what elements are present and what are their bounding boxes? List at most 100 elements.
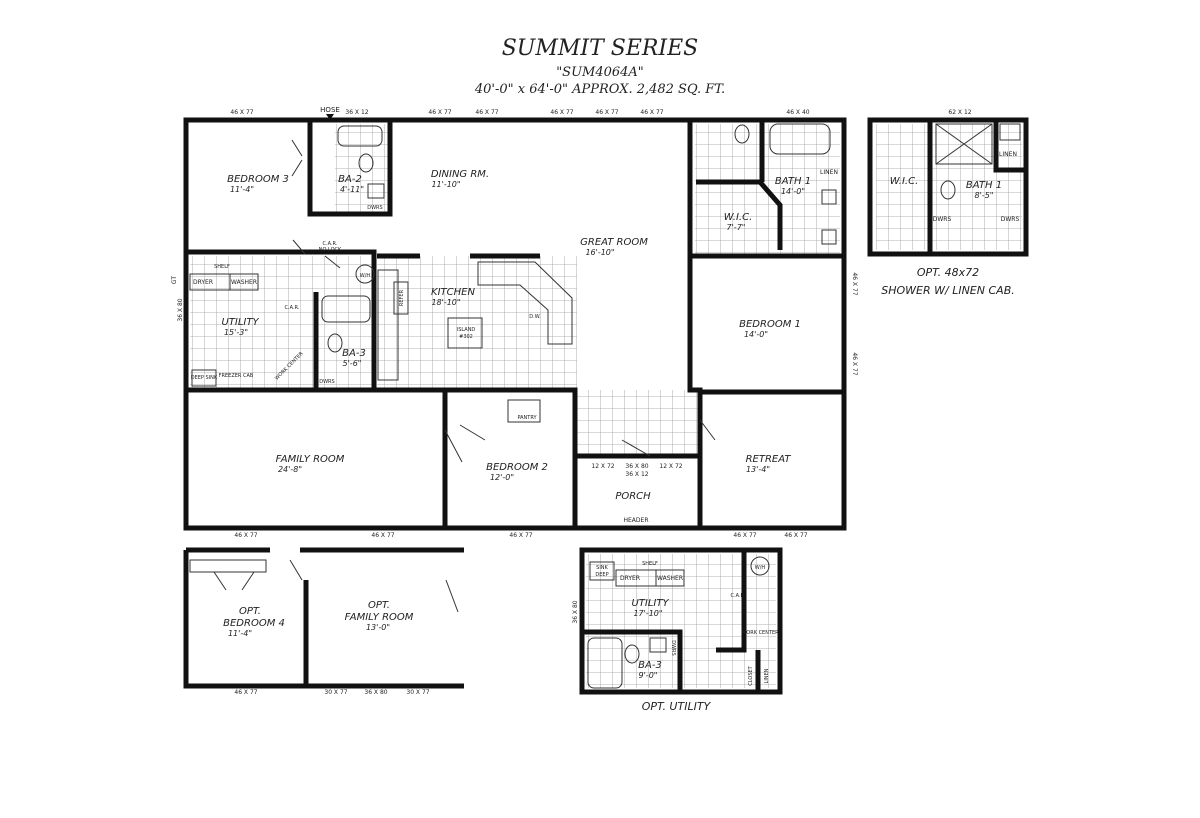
window-porch-2: 12 X 72	[659, 463, 682, 470]
bedroom3-label: BEDROOM 3	[227, 174, 289, 185]
dining-label: DINING RM.	[431, 169, 489, 180]
family-room-size: 24'-8"	[278, 465, 302, 474]
island-number: #302	[459, 334, 473, 340]
porch-header-label: HEADER	[624, 517, 649, 524]
bath1-linen-label: LINEN	[820, 169, 838, 176]
opt-deep-label: DEEP	[595, 572, 608, 578]
wic-size: 7'-7"	[727, 223, 746, 232]
opt-shower-toilet	[940, 180, 956, 200]
opt-shower-linen-wall	[993, 120, 1026, 173]
ba3-label: BA-3	[342, 348, 366, 359]
main-house: BEDROOM 3 11'-4" BA-2 4'-11" DINING RM. …	[171, 106, 858, 539]
window-top-5: 46 X 77	[550, 109, 573, 116]
great-room-size: 16'-10"	[585, 248, 614, 257]
ba3-tub	[321, 295, 371, 323]
bath1-tub	[769, 123, 831, 155]
window-top-6: 46 X 77	[595, 109, 618, 116]
ba2-drawers-label: DWRS	[367, 205, 382, 211]
series-title: SUMMIT SERIES	[501, 36, 699, 61]
ba2-label: BA-2	[338, 174, 362, 185]
opt-dwrs-label: DWRS	[670, 640, 676, 655]
window-top-8: 46 X 40	[786, 109, 809, 116]
opt-shower-bath-size: 8'-5"	[975, 191, 994, 200]
hose-marker	[326, 114, 334, 120]
water-heater	[355, 264, 375, 284]
window-bottom-1: 46 X 77	[234, 532, 257, 539]
retreat-label: RETREAT	[746, 454, 792, 465]
opt-washer-box	[655, 569, 685, 587]
pantry-box	[507, 399, 541, 423]
bath1-toilet	[734, 124, 750, 144]
wic-label: W.I.C.	[724, 212, 753, 223]
opt-rooms-window-1: 46 X 77	[234, 689, 257, 696]
dining-size: 11'-10"	[431, 180, 460, 189]
nolock-label: NO LOCK	[319, 247, 342, 253]
opt-work-center-label: WORK CENTER	[741, 630, 779, 636]
opt-wh-label: W/H	[755, 565, 766, 571]
utility-shelf-label: SHELF	[214, 264, 230, 270]
opt-fam-line2: FAMILY ROOM	[345, 612, 414, 623]
opt-fam-size: 13'-0"	[366, 623, 390, 632]
bedroom2-label: BEDROOM 2	[486, 462, 548, 473]
bedroom2-size: 12'-0"	[490, 473, 514, 482]
opt-rooms-door: 36 X 80	[364, 689, 387, 696]
opt-utility-door: 36 X 80	[572, 600, 579, 623]
ba2-tub	[337, 125, 383, 147]
wall-bedroom2	[445, 387, 578, 528]
great-room-label: GREAT ROOM	[580, 237, 648, 248]
window-top-2: 36 X 12	[345, 109, 368, 116]
window-bottom-2: 46 X 77	[371, 532, 394, 539]
opt-dryer-label: DRYER	[620, 575, 640, 582]
pantry-label: PANTRY	[517, 415, 537, 421]
island-label: ISLAND	[457, 327, 476, 333]
model-number: "SUM4064A"	[556, 65, 644, 80]
window-bottom-4: 46 X 77	[733, 532, 756, 539]
opt-bed4-size: 11'-4"	[228, 629, 252, 638]
opt-utility-caption: OPT. UTILITY	[642, 700, 712, 713]
opt-water-heater	[750, 556, 770, 576]
wall-bedroom3	[307, 120, 393, 217]
opt-bed4-line2: BEDROOM 4	[223, 618, 285, 629]
ba2-toilet	[358, 153, 374, 173]
utility-car-label: C.A.R.	[285, 305, 300, 311]
bath1-sink-1	[821, 189, 837, 205]
ba2-sink	[367, 183, 385, 199]
opt-shower-linen-label: LINEN	[999, 151, 1017, 158]
bedroom1-label: BEDROOM 1	[739, 319, 801, 330]
opt-utility-exterior	[579, 547, 783, 695]
dryer-label: DRYER	[193, 279, 213, 286]
refrigerator	[393, 281, 409, 315]
bedroom1-size: 14'-0"	[744, 330, 768, 339]
opt-ba3-size: 9'-0"	[639, 671, 658, 680]
bedroom2-door	[444, 424, 486, 463]
window-porch-door: 36 X 80	[625, 463, 648, 470]
opt-rooms-exterior	[183, 547, 464, 689]
retreat-size: 13'-4"	[746, 465, 770, 474]
opt-fam-line1: OPT.	[368, 600, 390, 611]
wall-wic	[696, 179, 783, 250]
opt-utility-size: 17'-10"	[633, 609, 662, 618]
window-top-1: 46 X 77	[230, 109, 253, 116]
window-bottom-3: 46 X 77	[509, 532, 532, 539]
opt-linen-label: LINEN	[764, 668, 770, 683]
window-porch-1: 12 X 72	[591, 463, 614, 470]
bedroom3-size: 11'-4"	[230, 185, 254, 194]
freezer-label: FREEZER CAB	[219, 373, 254, 379]
window-top-3: 46 X 77	[428, 109, 451, 116]
opt-ba3-tub	[587, 637, 623, 689]
opt-rooms-window-3: 30 X 77	[406, 689, 429, 696]
washer-label: WASHER	[231, 279, 257, 286]
dw-label: D.W.	[529, 314, 541, 320]
opt-bed4-closet	[189, 559, 267, 573]
bath1-label: BATH 1	[775, 176, 811, 187]
utility-door	[292, 239, 341, 269]
deep-sink-box	[191, 369, 217, 387]
refer-label: REFER	[399, 289, 405, 306]
wh-label: W/H	[360, 273, 371, 279]
porch-label: PORCH	[615, 491, 651, 502]
plan-dimensions: 40'-0" x 64'-0" APPROX. 2,482 SQ. FT.	[474, 82, 726, 97]
bedroom3-closet-door	[291, 139, 303, 177]
opt-utility-wh-wall	[716, 552, 747, 653]
opt-shower-bath-label: BATH 1	[966, 180, 1002, 191]
ba3-toilet	[327, 333, 343, 353]
